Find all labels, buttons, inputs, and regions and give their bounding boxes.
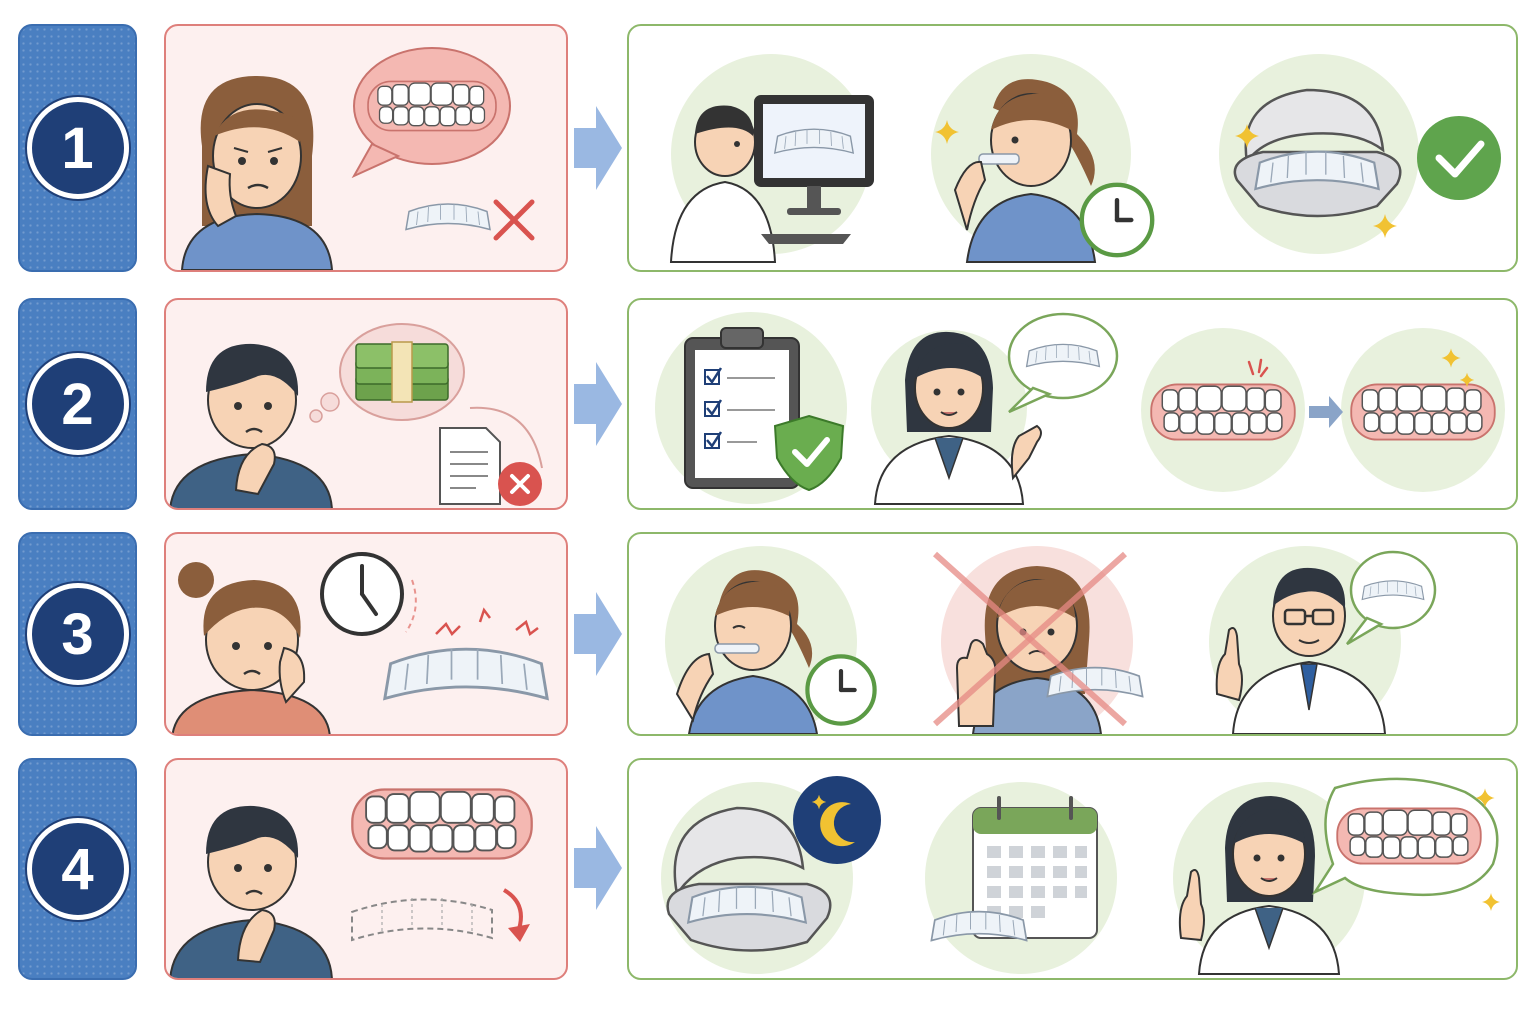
- male-doctor-pointing-illustration: [1209, 546, 1437, 734]
- worried-man-relapse-illustration: [169, 805, 333, 978]
- arrow-right-1: [574, 106, 622, 190]
- woman-wearing-aligner-illustration: [931, 54, 1157, 263]
- worried-woman-bun-illustration: [171, 562, 331, 734]
- arrow-right-3: [574, 592, 622, 676]
- document-x-icon: [439, 406, 543, 506]
- aligner-x-icon: [405, 188, 548, 252]
- problem-panel-1: [164, 24, 568, 272]
- solution-panel-1: [627, 24, 1518, 272]
- step-badge-4: 4: [18, 758, 137, 980]
- aligner-case-night-illustration: [661, 776, 881, 974]
- step-number-1: 1: [26, 97, 129, 199]
- aligner-pain-illustration: [383, 607, 549, 700]
- female-doctor-smile-illustration: [1173, 777, 1500, 975]
- step-number-3: 3: [26, 583, 129, 685]
- teeth-before-after-illustration: [1141, 328, 1505, 492]
- step-badge-1: 1: [18, 24, 137, 272]
- doctor-computer-scan-illustration: [669, 54, 874, 263]
- problem-panel-2: [164, 298, 568, 510]
- checklist-shield-illustration: [655, 312, 847, 504]
- female-doctor-explaining-illustration: [871, 312, 1119, 505]
- problem-panel-3: [164, 532, 568, 736]
- solution-panel-2: [627, 298, 1518, 510]
- solution-panel-3: [627, 532, 1518, 736]
- solution-panel-4: [627, 758, 1518, 980]
- arrow-right-4: [574, 826, 622, 910]
- worried-woman-illustration: [180, 76, 334, 270]
- worried-man-illustration: [169, 343, 333, 508]
- aligner-case-illustration: [1219, 54, 1501, 254]
- woman-inserting-aligner-illustration: [665, 546, 879, 734]
- step-number-4: 4: [26, 818, 129, 920]
- step-badge-3: 3: [18, 532, 137, 736]
- arrow-right-2: [574, 362, 622, 446]
- calendar-aligner-illustration: [925, 782, 1117, 974]
- problem-panel-4: [164, 758, 568, 980]
- teeth-speech-bubble: [351, 47, 511, 179]
- teeth-smile-illustration: [351, 788, 533, 860]
- money-thought-bubble: [309, 323, 465, 423]
- step-badge-2: 2: [18, 298, 137, 510]
- no-removing-aligner-illustration: [932, 546, 1144, 734]
- step-number-2: 2: [26, 353, 129, 455]
- relapse-aligner-arrow-illustration: [351, 888, 530, 942]
- clock-icon-problem: [320, 552, 417, 636]
